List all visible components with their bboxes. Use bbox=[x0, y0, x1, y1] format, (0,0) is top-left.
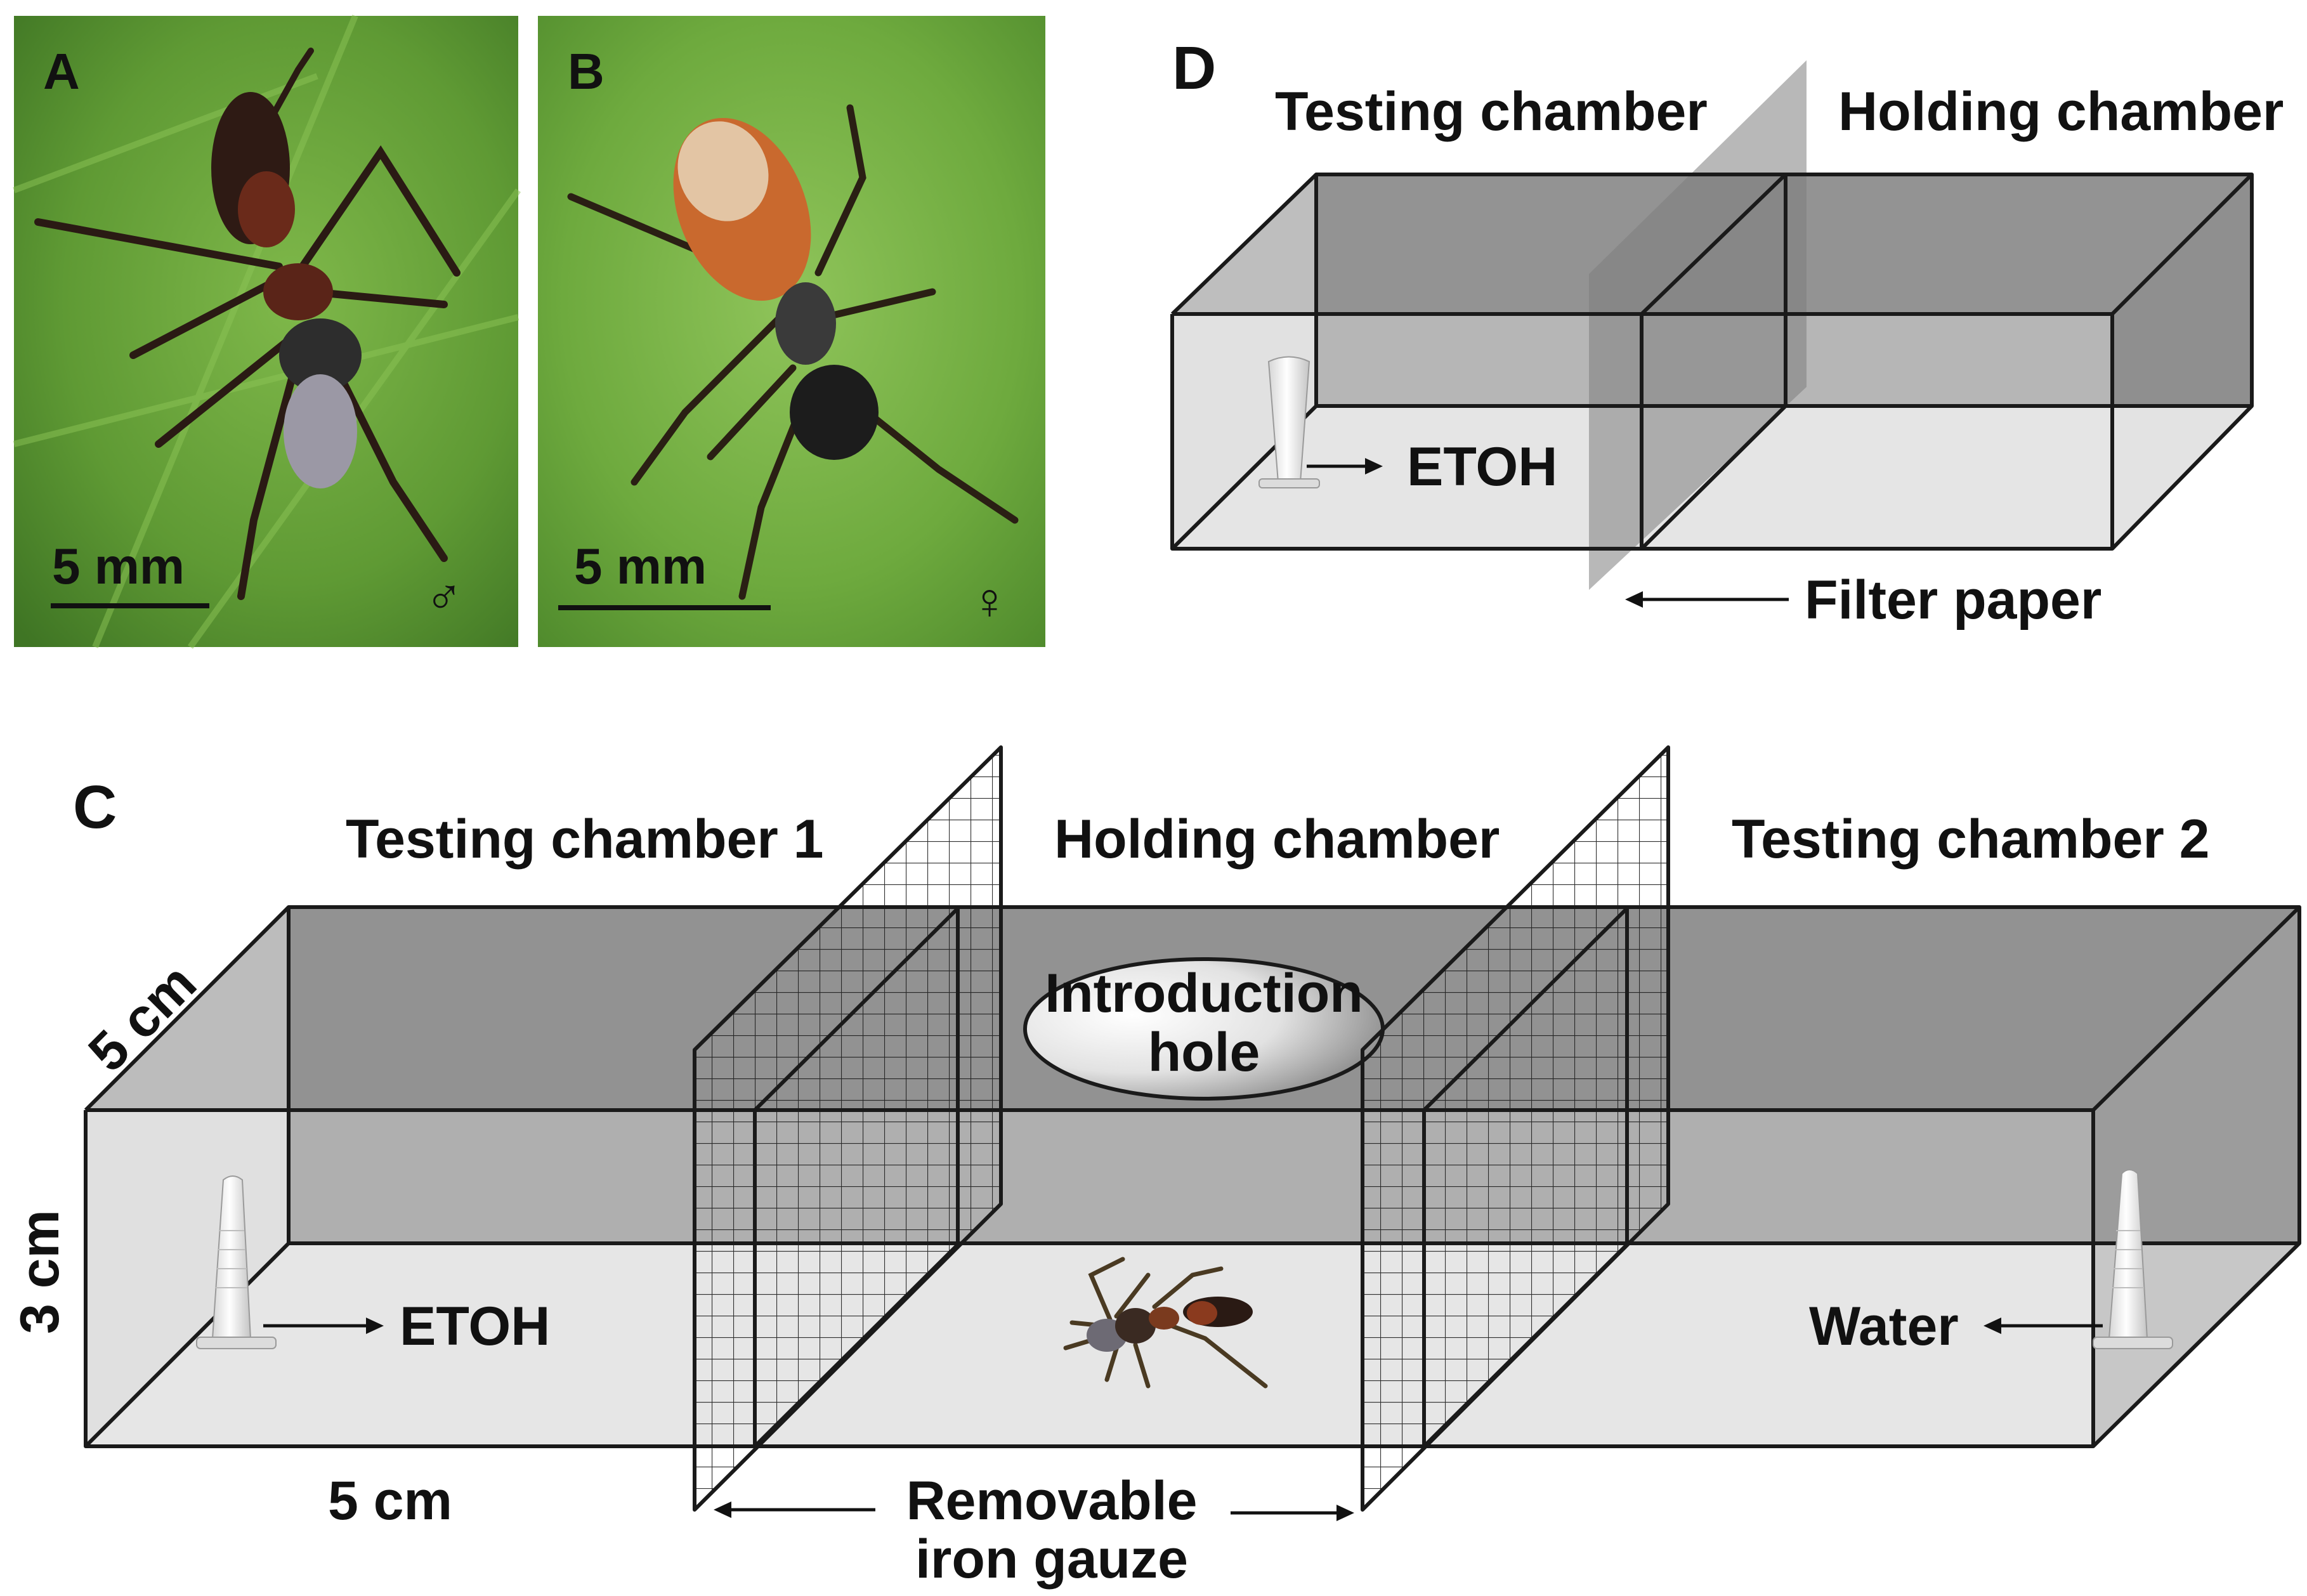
panel-c-left-wall bbox=[86, 907, 289, 1446]
panel-c-letter: C bbox=[73, 773, 117, 841]
gauze-label-line1: Removable bbox=[906, 1470, 1198, 1531]
panel-c-floor bbox=[86, 1243, 2299, 1446]
introduction-hole-line1: Introduction bbox=[1045, 963, 1363, 1024]
water-label: Water bbox=[1809, 1296, 1959, 1357]
panel-b-scale-label: 5 mm bbox=[574, 538, 707, 594]
left-iron-gauze bbox=[693, 745, 1003, 1512]
male-symbol: ♂ bbox=[425, 566, 463, 623]
panel-a-letter: A bbox=[43, 43, 80, 100]
panel-d-testing-chamber-label: Testing chamber bbox=[1275, 81, 1708, 142]
panel-b-photo: B 5 mm ♀ bbox=[538, 16, 1045, 647]
filter-paper-label: Filter paper bbox=[1805, 570, 2101, 631]
panel-d-holding-chamber-label: Holding chamber bbox=[1838, 81, 2284, 142]
etoh-label: ETOH bbox=[400, 1296, 550, 1357]
height-label: 3 cm bbox=[10, 1210, 70, 1334]
male-spider bbox=[34, 48, 461, 600]
introduction-hole-line2: hole bbox=[1148, 1022, 1260, 1083]
panel-d: D Testing chamber Holding chamber bbox=[1170, 34, 2284, 631]
panel-b-letter: B bbox=[568, 43, 605, 100]
holding-chamber-label: Holding chamber bbox=[1054, 809, 1500, 870]
female-cephalothorax bbox=[790, 365, 879, 460]
male-chelicerae bbox=[284, 374, 357, 488]
right-vial bbox=[2093, 1169, 2173, 1349]
panel-c: C Testing chamber 1 Holding chamber Test… bbox=[10, 745, 2301, 1590]
panel-a-photo: A 5 mm ♂ bbox=[13, 15, 521, 649]
gauze-label-line2: iron gauze bbox=[915, 1529, 1188, 1590]
testing-chamber-1-label: Testing chamber 1 bbox=[346, 809, 824, 870]
panel-d-etoh-label: ETOH bbox=[1407, 436, 1557, 497]
right-iron-gauze bbox=[1361, 745, 1670, 1512]
female-symbol: ♀ bbox=[971, 573, 1009, 629]
left-vial bbox=[196, 1175, 277, 1349]
panel-d-vial bbox=[1258, 356, 1320, 488]
female-spider bbox=[567, 104, 1019, 600]
testing-chamber-2-label: Testing chamber 2 bbox=[1732, 809, 2210, 870]
male-cephalothorax bbox=[279, 318, 362, 392]
panel-d-left-wall bbox=[1172, 174, 1316, 549]
width-label: 5 cm bbox=[328, 1470, 452, 1531]
panel-a-scale-label: 5 mm bbox=[52, 538, 185, 594]
panel-d-letter: D bbox=[1172, 34, 1216, 102]
